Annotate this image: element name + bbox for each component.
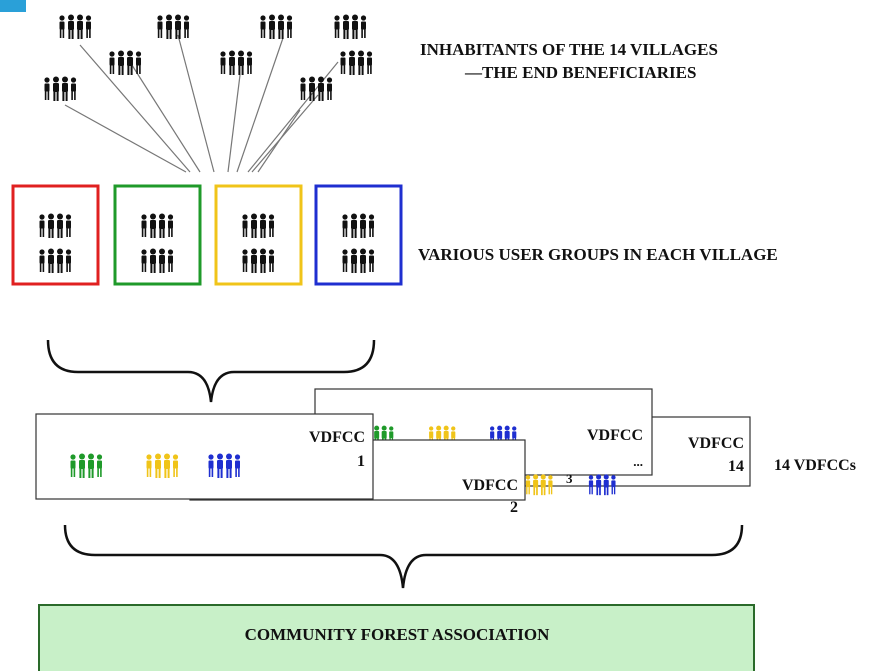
user-group-red <box>11 184 100 286</box>
people-group-icon <box>334 14 367 39</box>
people-group-icon <box>44 76 77 101</box>
inhabitants-label-line2: —THE END BENEFICIARIES <box>465 63 697 82</box>
people-group-icon <box>220 50 253 75</box>
card-14-title: VDFCC <box>688 435 744 452</box>
card-more-number: ... <box>633 454 643 469</box>
inhabitants-label-line1: INHABITANTS OF THE 14 VILLAGES <box>420 40 718 59</box>
vdfcc-card-1 <box>35 413 374 500</box>
community-forest-association-box <box>38 604 755 671</box>
curly-brace-icon <box>46 339 376 403</box>
user-groups-label: VARIOUS USER GROUPS IN EACH VILLAGE <box>418 245 778 264</box>
people-group-icon <box>109 50 142 75</box>
inhabitants-cluster <box>44 14 373 101</box>
card-more-title: VDFCC <box>587 427 643 444</box>
people-group-icon <box>260 14 293 39</box>
connector-lines <box>64 34 339 173</box>
curly-brace-icon <box>63 524 744 589</box>
people-group-icon <box>59 14 92 39</box>
association-label: COMMUNITY FOREST ASSOCIATION <box>245 625 551 644</box>
card-3-number: 3 <box>566 471 573 486</box>
user-group-blue <box>314 184 403 286</box>
user-group-yellow <box>214 184 303 286</box>
card-1-title: VDFCC <box>309 429 365 446</box>
card-2-title: VDFCC <box>462 477 518 494</box>
user-groups <box>11 184 403 286</box>
card-14-number: 14 <box>728 458 744 475</box>
card-1-number: 1 <box>357 453 365 470</box>
people-group-icon <box>340 50 373 75</box>
user-group-green <box>113 184 202 286</box>
corner-accent <box>0 0 26 12</box>
vdfccs-label: 14 VDFCCs <box>774 457 856 474</box>
card-2-number: 2 <box>510 499 518 516</box>
people-group-icon <box>157 14 190 39</box>
